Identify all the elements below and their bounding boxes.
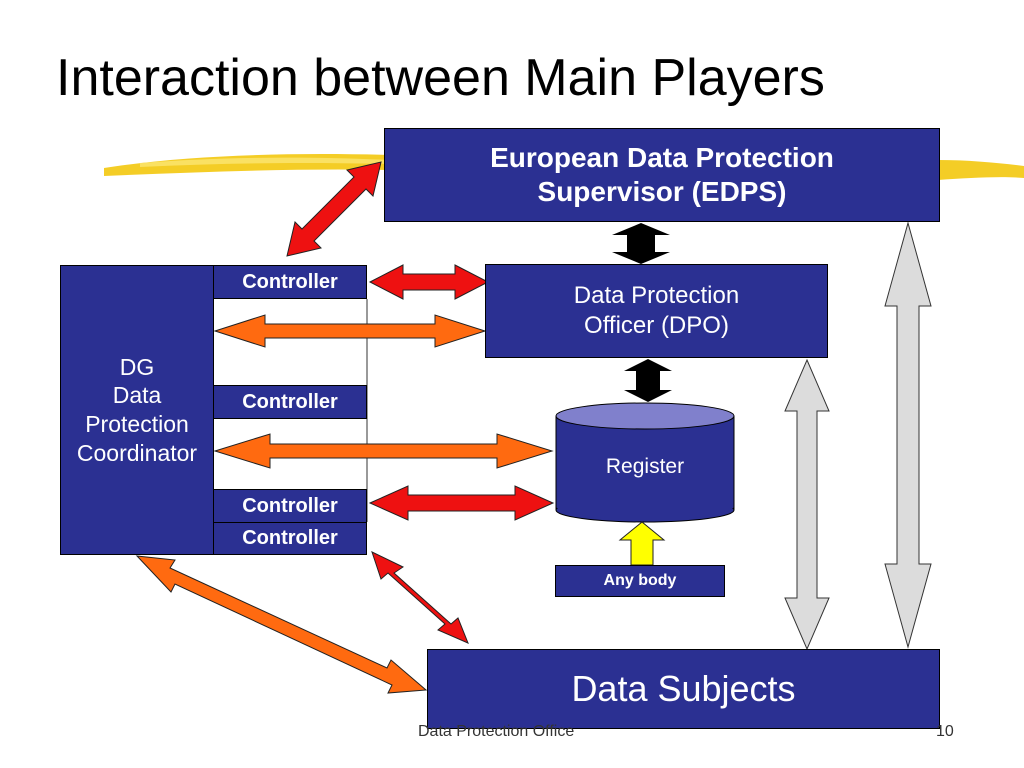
arrow-dg-subjects — [135, 555, 428, 694]
register-label: Register — [605, 455, 685, 478]
controller-box: Controller — [213, 385, 367, 419]
arrow-dpo-register — [624, 359, 672, 402]
controller-box: Controller — [213, 265, 367, 299]
slide-title: Interaction between Main Players — [56, 49, 825, 107]
arrow-edps-dpo — [612, 223, 670, 264]
anybody-box: Any body — [555, 565, 725, 597]
arrow-dg-dpo — [213, 314, 487, 348]
brush-stroke-decoration — [104, 154, 1024, 180]
arrow-dg-register — [213, 433, 554, 469]
data-subjects-box: Data Subjects — [427, 649, 940, 729]
controller-box: Controller — [213, 489, 367, 523]
register-cylinder — [555, 402, 735, 523]
arrow-controller-register — [368, 485, 555, 521]
arrow-edps-dg — [286, 161, 382, 257]
edps-box: European Data Protection Supervisor (EDP… — [384, 128, 940, 222]
footer-text: Data Protection Office — [418, 723, 575, 740]
controller-box: Controller — [213, 522, 367, 555]
arrow-controller-dpo — [368, 264, 490, 300]
arrow-dpo-subjects — [784, 358, 830, 651]
arrow-anybody-register — [618, 521, 666, 566]
dpo-box: Data Protection Officer (DPO) — [485, 264, 828, 358]
arrow-edps-subjects — [884, 221, 932, 649]
page-number: 10 — [936, 723, 954, 740]
arrow-controller-subjects — [371, 551, 469, 644]
dg-coordinator-box: DG Data Protection Coordinator — [60, 265, 214, 555]
